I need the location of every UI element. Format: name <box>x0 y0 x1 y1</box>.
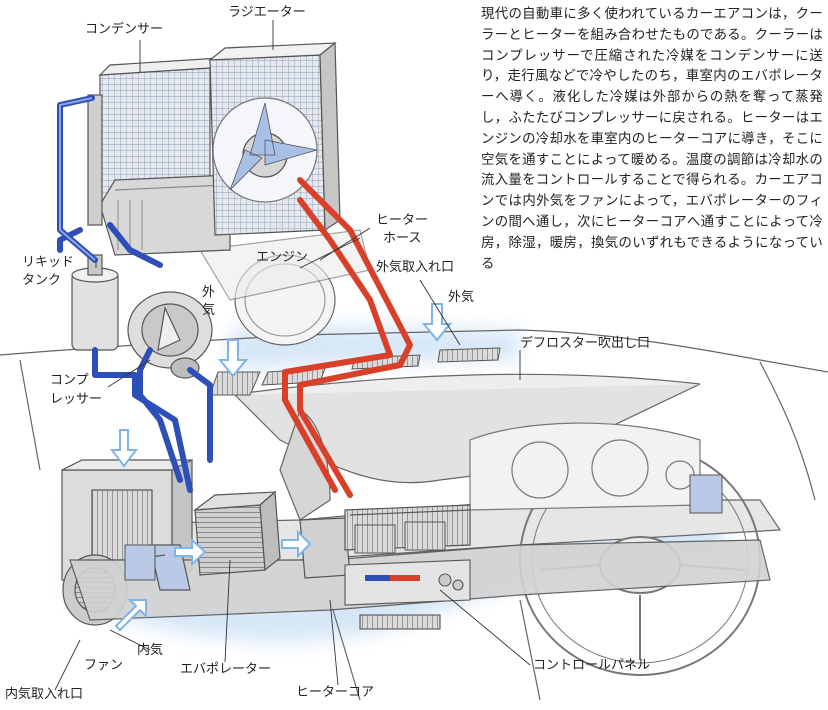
dash-vents <box>124 474 723 581</box>
label-inside-air: 内気 <box>137 643 164 658</box>
label-compressor-2: レッサー <box>50 392 103 407</box>
description-text: 現代の自動車に多く使われているカーエアコンは，クーラーとヒーターを組み合わせたも… <box>481 7 823 272</box>
liquid-tank-unit <box>71 254 119 351</box>
condenser-unit <box>87 57 231 256</box>
label-defroster-outlet: デフロスター吹出し口 <box>520 336 651 351</box>
coolant-lines <box>282 177 413 498</box>
label-fan: ファン <box>84 658 124 673</box>
label-liquid-tank-1: リキッド <box>22 255 75 270</box>
label-engine: エンジン <box>256 250 309 265</box>
refrigerant-highlight <box>59 97 96 261</box>
label-compressor-1: コンプ <box>50 373 89 388</box>
control-panel-unit <box>344 559 471 630</box>
evaporator-unit <box>192 490 281 576</box>
radiator-unit <box>208 41 341 236</box>
instrument-cluster <box>469 422 701 511</box>
label-heater-hose-2: ホース <box>383 231 422 246</box>
label-control-panel: コントロールパネル <box>533 658 651 673</box>
label-outside-air: 外気 <box>448 290 475 305</box>
label-evaporator: エバポレーター <box>180 662 272 677</box>
label-condenser: コンデンサー <box>85 22 164 37</box>
leader-lines <box>54 20 531 691</box>
label-outside-air-intake: 外気取入れ口 <box>376 260 455 275</box>
label-radiator: ラジエーター <box>228 5 306 20</box>
label-inside-air-intake: 内気取入れ口 <box>5 687 84 702</box>
label-outside-air-vertical: 外気 <box>202 285 216 318</box>
label-heater-core: ヒーターコア <box>296 685 375 700</box>
airflow-arrows <box>110 303 453 632</box>
label-heater-hose-1: ヒーター <box>376 213 429 228</box>
label-liquid-tank-2: タンク <box>22 273 62 288</box>
